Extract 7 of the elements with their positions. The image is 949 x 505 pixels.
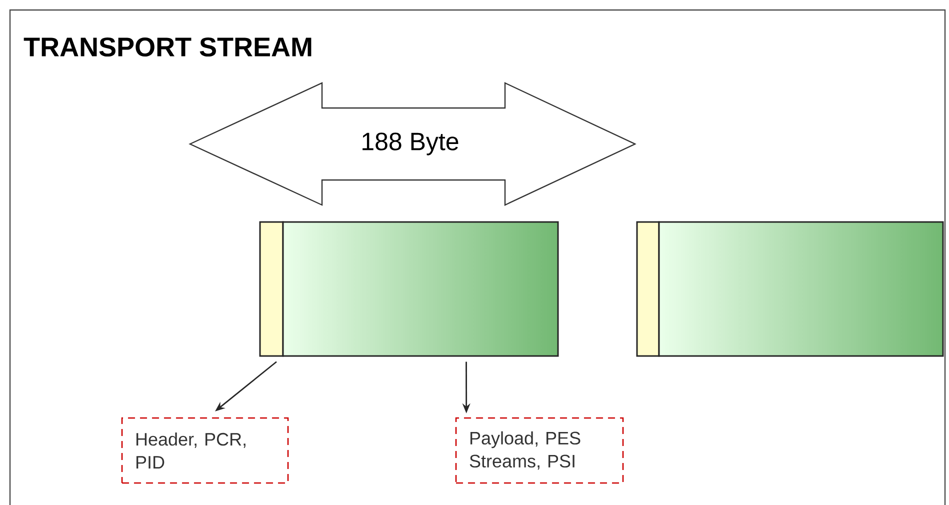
title: TRANSPORT STREAM [24,37,312,57]
payload-segment [282,221,559,357]
payload-segment [658,221,944,357]
header-segment [259,221,284,357]
header-segment [636,221,660,357]
dashed-label-box: Payload, PES Streams, PSI [455,417,624,484]
dashed-label-box: Header, PCR, PID [121,417,289,484]
